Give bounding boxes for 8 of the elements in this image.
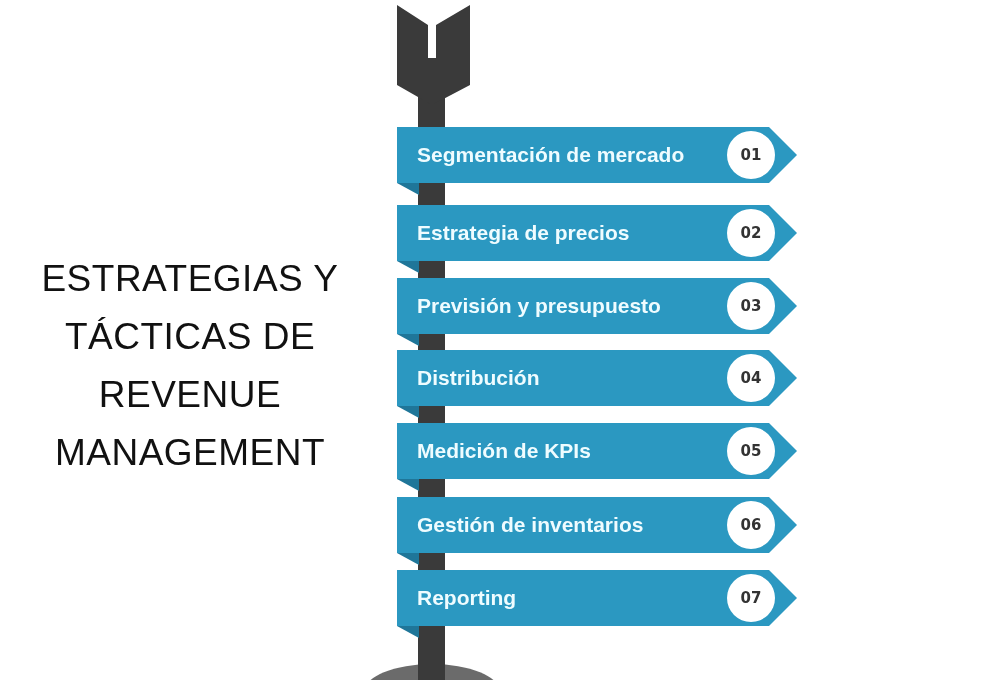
sign-label: Segmentación de mercado xyxy=(417,142,685,168)
sign-label: Medición de KPIs xyxy=(417,438,591,464)
sign-label: Estrategia de precios xyxy=(417,220,630,246)
sign-label: Gestión de inventarios xyxy=(417,512,644,538)
sign-label: Previsión y presupuesto xyxy=(417,293,661,319)
title: ESTRATEGIAS Y TÁCTICAS DE REVENUE MANAGEMENT xyxy=(40,257,340,475)
sign-label: Distribución xyxy=(417,365,540,391)
sign-label: Reporting xyxy=(417,585,517,611)
